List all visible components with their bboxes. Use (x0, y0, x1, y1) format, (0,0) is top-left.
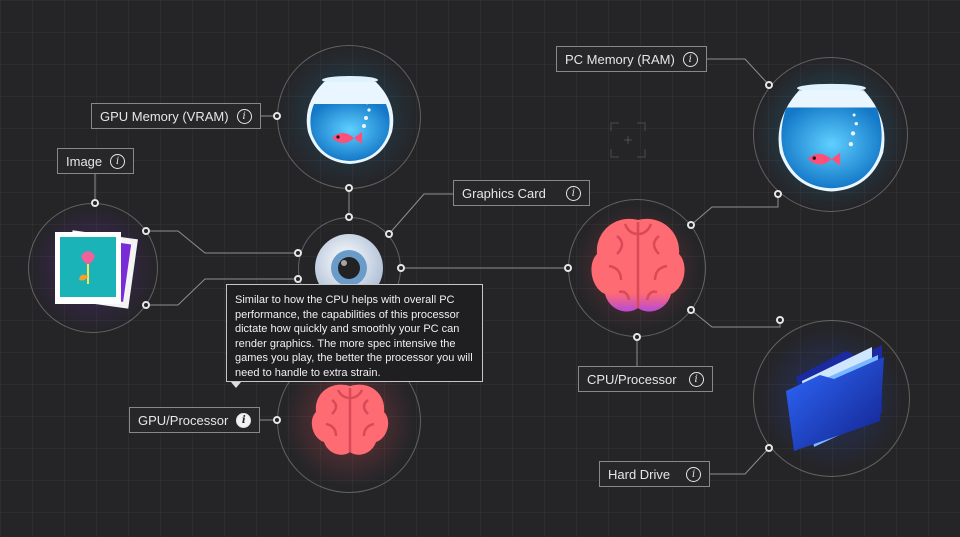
tooltip-text: Similar to how the CPU helps with overal… (235, 294, 473, 379)
eye-left-connector-top (294, 249, 302, 257)
tooltip-pointer (231, 382, 241, 388)
gpu-memory-label[interactable]: GPU Memory (VRAM) i (91, 103, 261, 129)
hard-drive-label-connector (765, 444, 773, 452)
cpu-top-right-connector (687, 221, 695, 229)
gpu-processor-connector (273, 416, 281, 424)
brain-icon (591, 218, 685, 312)
gpu-memory-node[interactable] (277, 45, 421, 189)
info-icon[interactable]: i (686, 466, 702, 482)
fishbowl-icon (306, 76, 394, 164)
eye-left-connector-bottom (294, 275, 302, 283)
image-top-connector (91, 199, 99, 207)
info-icon-active[interactable]: i (236, 412, 252, 428)
cpu-bottom-right-connector (687, 306, 695, 314)
image-connector-bottom (142, 301, 150, 309)
brain-icon (311, 384, 389, 455)
pc-memory-label[interactable]: PC Memory (RAM) i (556, 46, 707, 72)
info-icon[interactable]: i (565, 185, 581, 201)
eye-right-connector (397, 264, 405, 272)
hard-drive-node[interactable] (753, 320, 910, 477)
graphics-card-label-text: Graphics Card (462, 185, 546, 201)
pc-memory-label-text: PC Memory (RAM) (565, 51, 675, 67)
image-label[interactable]: Image i (57, 148, 135, 174)
image-node[interactable] (28, 203, 158, 333)
gpu-processor-tooltip: Similar to how the CPU helps with overal… (226, 284, 483, 388)
image-label-text: Image (66, 153, 103, 169)
graphics-card-label[interactable]: Graphics Card i (453, 180, 590, 206)
cpu-bottom-connector (633, 333, 641, 341)
info-icon[interactable]: i (688, 371, 704, 387)
hard-drive-label[interactable]: Hard Drive i (599, 461, 711, 487)
pc-memory-node[interactable] (753, 57, 908, 212)
hard-drive-top-connector (776, 316, 784, 324)
fishbowl-icon (778, 83, 885, 192)
info-icon[interactable]: i (110, 153, 126, 169)
gpu-memory-connector (273, 112, 281, 120)
eye-top-connector (345, 213, 353, 221)
pc-memory-bottom-connector (774, 190, 782, 198)
cpu-left-connector (564, 264, 572, 272)
eye-label-connector (385, 230, 393, 238)
cpu-processor-label-text: CPU/Processor (587, 371, 677, 387)
image-connector-top (142, 227, 150, 235)
cpu-processor-node[interactable] (568, 199, 706, 337)
info-icon[interactable]: i (682, 51, 698, 67)
pc-memory-label-connector (765, 81, 773, 89)
folder-icon (786, 345, 884, 451)
info-icon[interactable]: i (236, 108, 252, 124)
gpu-memory-label-text: GPU Memory (VRAM) (100, 108, 229, 124)
cpu-processor-label[interactable]: CPU/Processor i (578, 366, 713, 392)
photo-stack-icon (55, 230, 138, 309)
hard-drive-label-text: Hard Drive (608, 466, 671, 482)
gpu-processor-label-text: GPU/Processor (138, 412, 229, 428)
gpu-processor-label[interactable]: GPU/Processor i (129, 407, 261, 433)
gpu-memory-bottom-connector (345, 184, 353, 192)
